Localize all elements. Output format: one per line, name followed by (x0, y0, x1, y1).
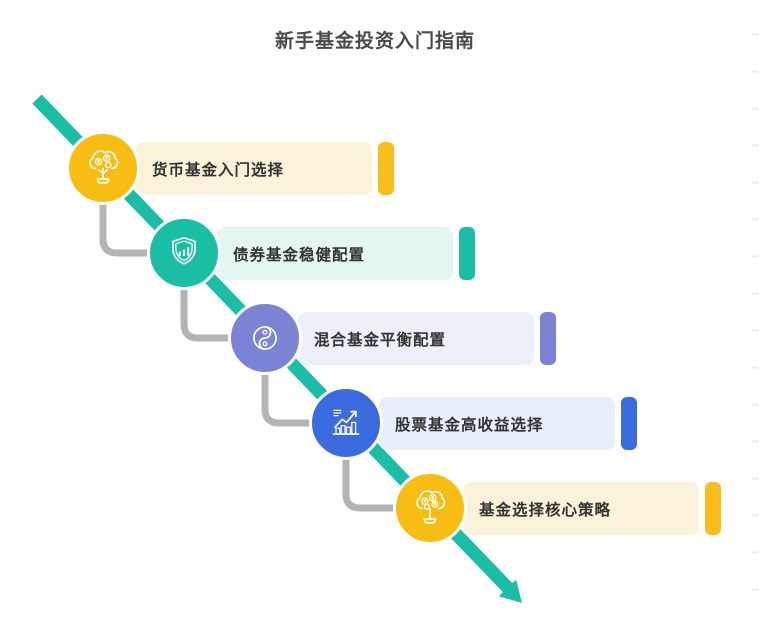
step-label-2: 债券基金稳健配置 (217, 227, 453, 280)
ruler-tick (752, 514, 759, 517)
step-accent-3 (540, 312, 556, 365)
step-1[interactable]: 货币基金入门选择 (136, 142, 394, 195)
ruler-tick (752, 440, 759, 443)
svg-text:¥: ¥ (431, 495, 435, 501)
ruler-tick (752, 329, 759, 332)
ruler-tick (752, 588, 759, 591)
step-accent-4 (621, 397, 637, 450)
step-3[interactable]: 混合基金平衡配置 (298, 312, 556, 365)
step-circle-1[interactable]: ¥ ¥ (66, 131, 140, 205)
ruler-tick (752, 292, 759, 295)
ruler-tick (752, 181, 759, 184)
step-label-4: 股票基金高收益选择 (379, 397, 615, 450)
svg-text:¥: ¥ (433, 502, 437, 508)
svg-text:¥: ¥ (105, 156, 109, 162)
step-accent-1 (378, 142, 394, 195)
svg-text:¥: ¥ (423, 499, 427, 505)
page-title: 新手基金投资入门指南 (274, 31, 475, 52)
money-tree-icon: ¥ ¥ (89, 150, 119, 184)
svg-text:¥: ¥ (97, 159, 101, 165)
yin-yang-icon (253, 326, 277, 350)
step-label-3: 混合基金平衡配置 (298, 312, 534, 365)
step-4[interactable]: 股票基金高收益选择 (379, 397, 637, 450)
ruler-tick (752, 107, 759, 110)
step-accent-2 (459, 227, 475, 280)
step-label-5: 基金选择核心策略 (463, 482, 699, 535)
ruler-tick (752, 477, 759, 480)
growth-chart-icon (332, 409, 360, 435)
step-circle-2[interactable] (147, 216, 221, 290)
step-circle-4[interactable] (309, 386, 383, 460)
step-connectors (99, 186, 416, 512)
ruler-tick (752, 33, 759, 36)
ruler-tick (752, 255, 759, 258)
shield-chart-icon (172, 236, 196, 265)
ruler-tick (752, 144, 759, 147)
ruler-tick (752, 551, 759, 554)
ruler-tick (752, 366, 759, 369)
step-5[interactable]: 基金选择核心策略 (463, 482, 721, 535)
step-accent-5 (705, 482, 721, 535)
step-circle-5[interactable]: ¥ ¥ ¥ (393, 471, 467, 545)
money-tree-icon: ¥ ¥ ¥ (416, 490, 446, 524)
ruler-tick (752, 403, 759, 406)
step-2[interactable]: 债券基金稳健配置 (217, 227, 475, 280)
ruler-tick (752, 218, 759, 221)
step-label-1: 货币基金入门选择 (136, 142, 372, 195)
step-circle-3[interactable] (228, 301, 302, 375)
ruler-tick (752, 70, 759, 73)
